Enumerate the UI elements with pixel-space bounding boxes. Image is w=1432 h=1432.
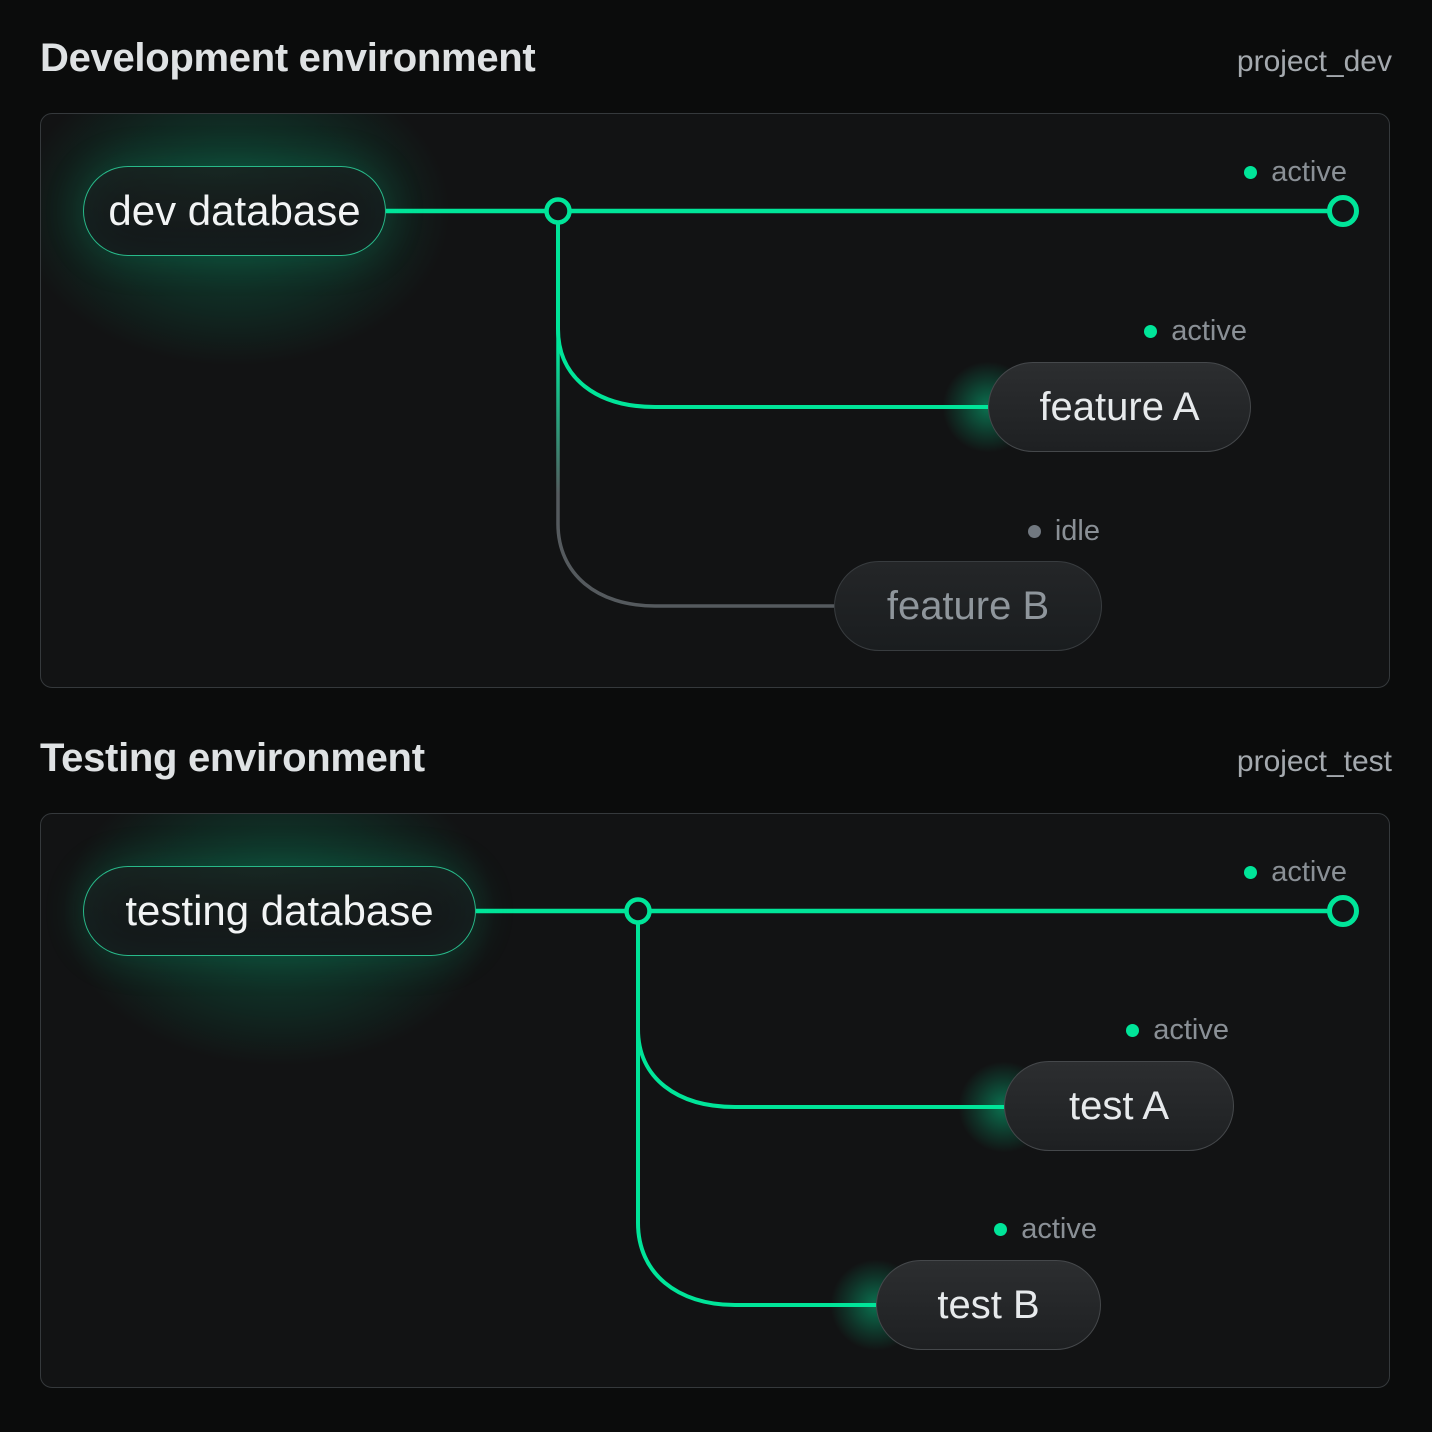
endpoint-node-icon	[1327, 195, 1359, 227]
status-badge: active	[1126, 1015, 1229, 1045]
status-dot-icon	[1027, 524, 1041, 538]
database-node[interactable]: dev database	[83, 166, 386, 256]
branch-node-label: test A	[1068, 1083, 1170, 1128]
status-badge: active	[994, 1214, 1097, 1244]
branch-node-label: feature A	[1039, 384, 1200, 429]
dev-section-header: Development environment project_dev	[40, 32, 1392, 88]
dev-environment-panel: dev database active feature A active fea…	[40, 113, 1390, 688]
test-section-header: Testing environment project_test	[40, 732, 1392, 788]
status-label: idle	[1054, 515, 1100, 547]
status-badge: idle	[1027, 515, 1100, 547]
status-badge: active	[1244, 157, 1347, 187]
status-label: active	[1171, 315, 1247, 347]
branch-node-label: feature B	[886, 583, 1050, 628]
status-dot-icon	[1126, 1023, 1140, 1037]
junction-node-icon	[624, 897, 652, 925]
status-dot-icon	[994, 1222, 1008, 1236]
database-node-label: dev database	[108, 187, 361, 234]
status-dot-icon	[1144, 324, 1158, 338]
status-label: active	[1021, 1213, 1097, 1245]
section-title: Testing environment	[40, 736, 425, 780]
branch-node-test-b[interactable]: test B	[876, 1260, 1101, 1350]
project-label: project_test	[1236, 745, 1392, 778]
database-node[interactable]: testing database	[83, 866, 476, 956]
status-dot-icon	[1244, 865, 1258, 879]
status-label: active	[1271, 856, 1347, 888]
status-badge: active	[1144, 316, 1247, 346]
endpoint-node-icon	[1327, 895, 1359, 927]
status-label: active	[1153, 1014, 1229, 1046]
status-badge: active	[1244, 857, 1347, 887]
branch-line-test-a	[636, 911, 1004, 1109]
junction-node-icon	[544, 197, 572, 225]
database-node-label: testing database	[125, 887, 434, 934]
branch-node-feature-a[interactable]: feature A	[988, 362, 1251, 452]
status-dot-icon	[1244, 165, 1258, 179]
branch-node-test-a[interactable]: test A	[1004, 1061, 1234, 1151]
branch-node-label: test B	[937, 1282, 1040, 1327]
branch-line-feature-b	[556, 211, 834, 608]
status-label: active	[1271, 156, 1347, 188]
project-label: project_dev	[1236, 45, 1392, 78]
section-title: Development environment	[40, 36, 536, 80]
branch-node-feature-b[interactable]: feature B	[834, 561, 1102, 651]
branch-wires	[476, 895, 1359, 1307]
branch-line-test-b	[636, 911, 876, 1307]
test-environment-panel: testing database active test A active te…	[40, 813, 1390, 1388]
branch-line-feature-a	[556, 211, 988, 409]
branch-wires	[386, 195, 1359, 608]
